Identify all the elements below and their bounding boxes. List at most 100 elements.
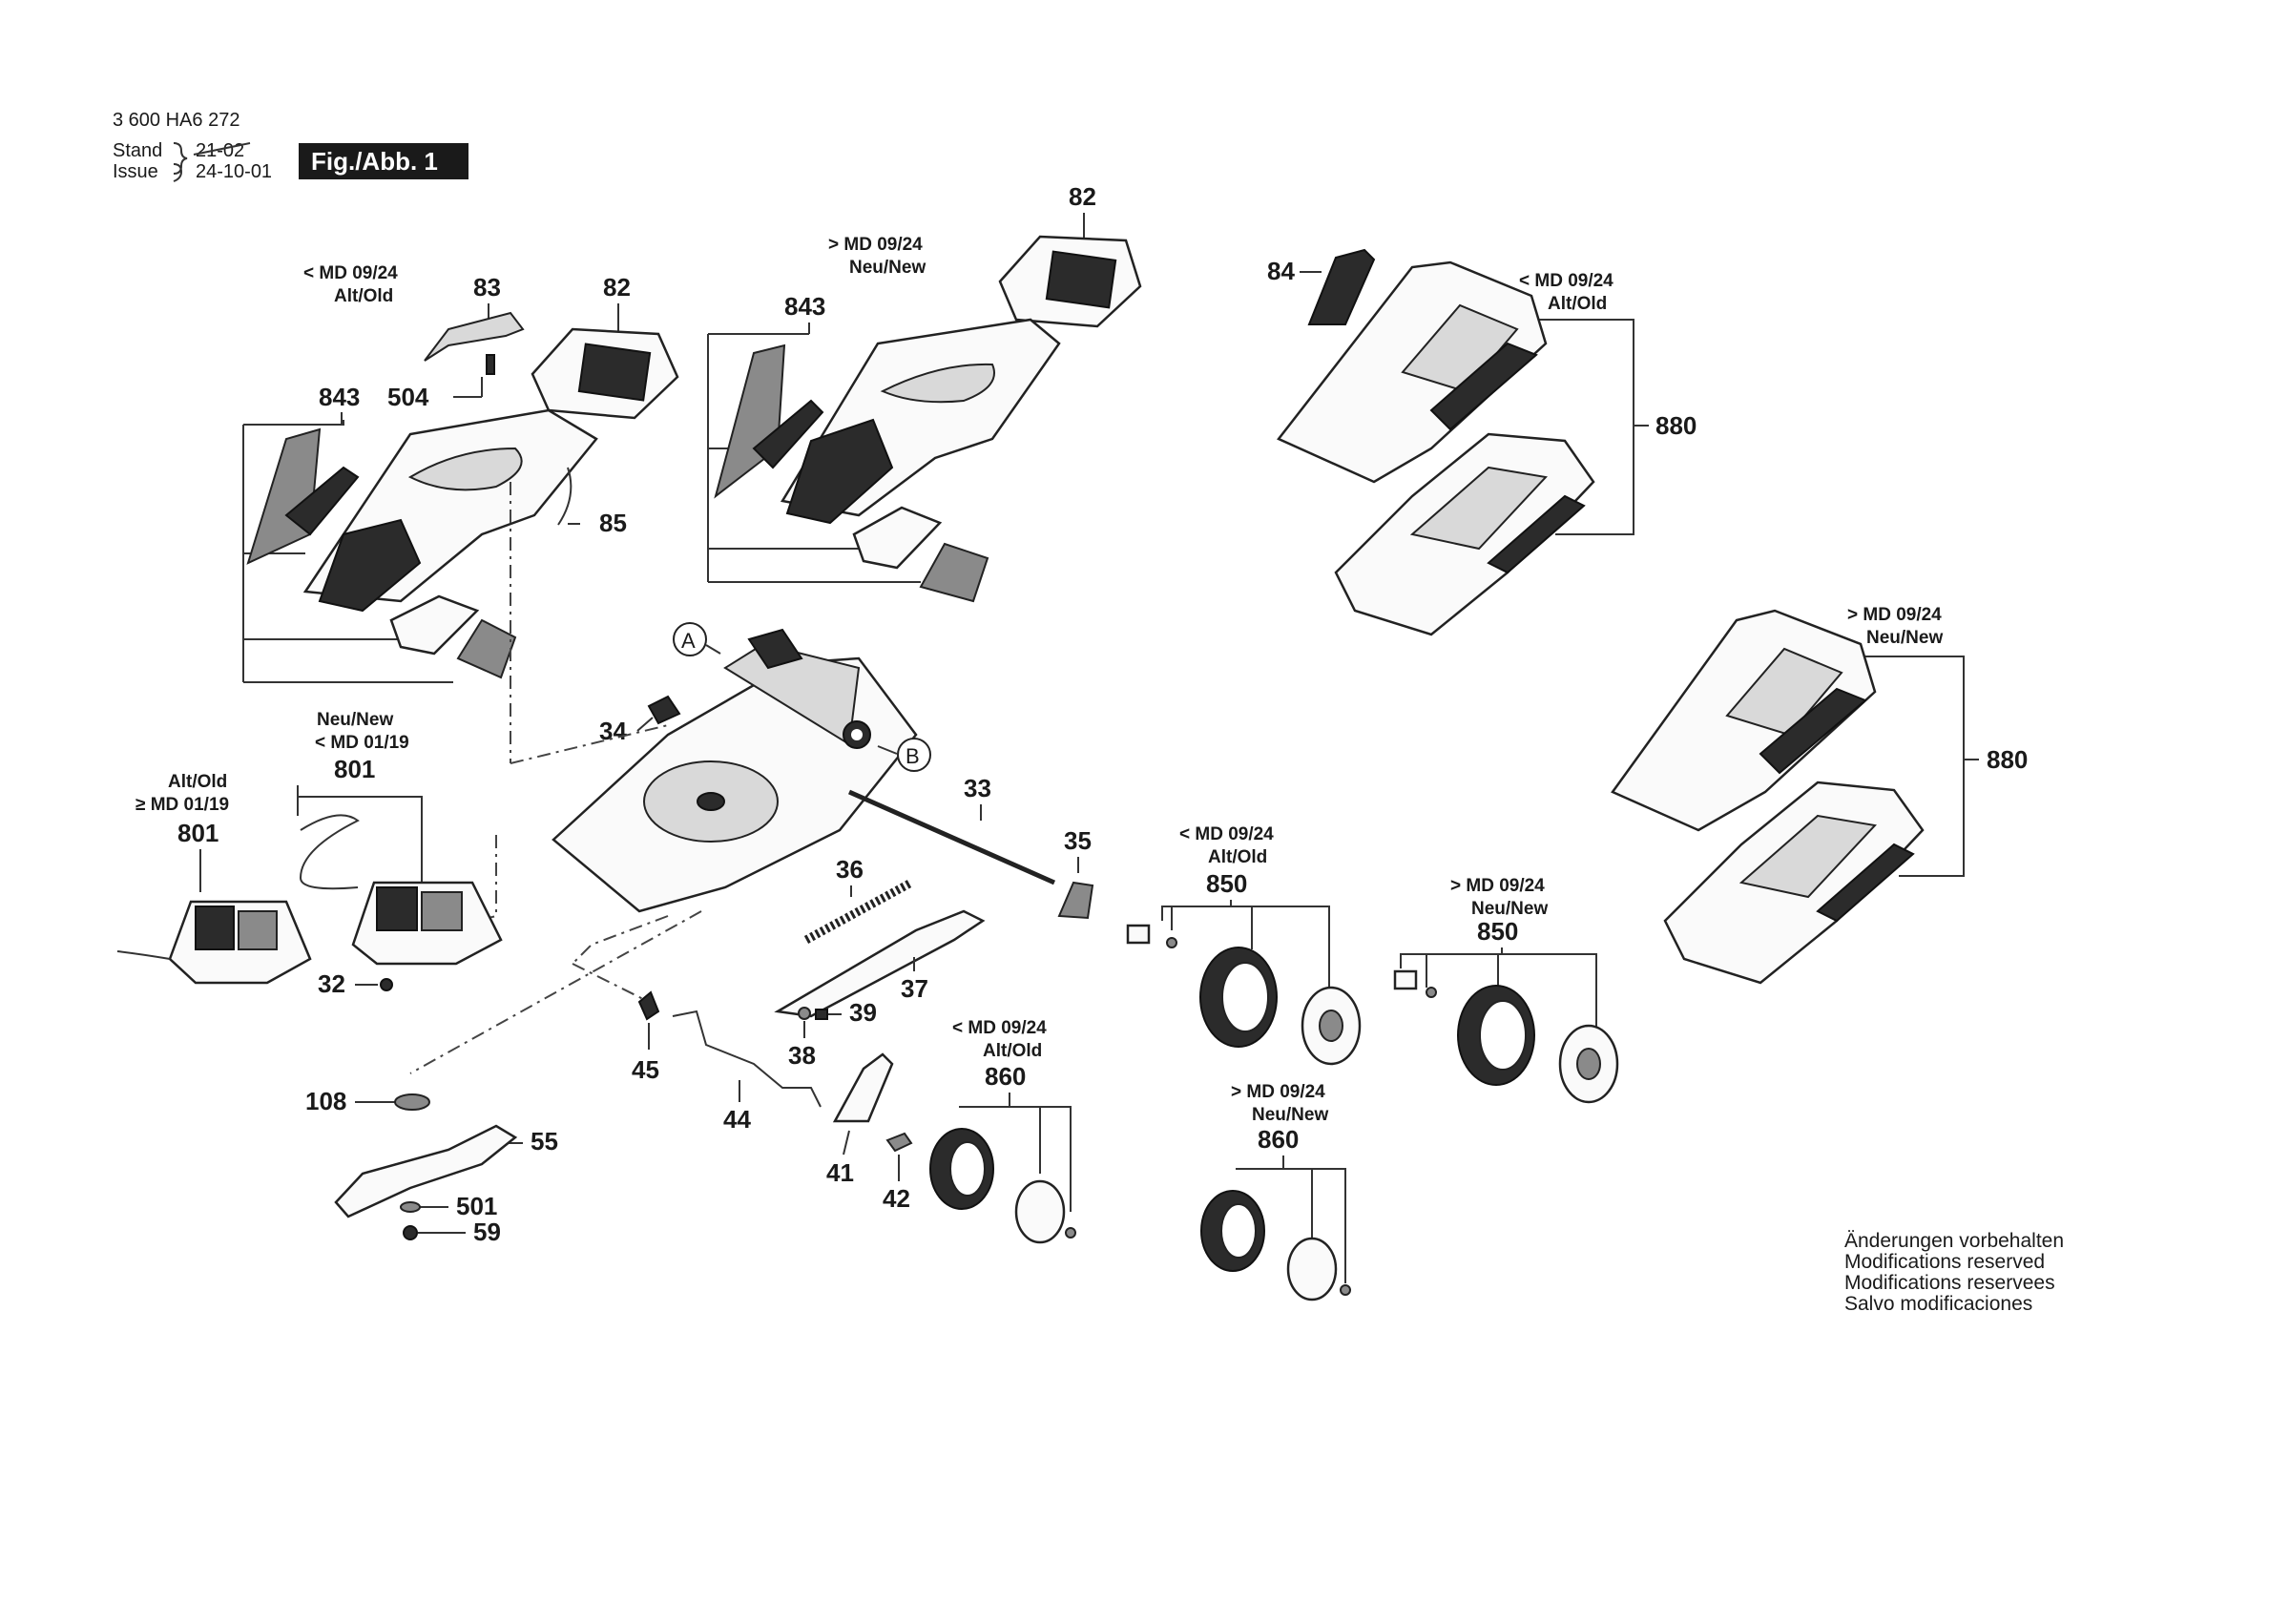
height-adjust-parts: 33 35 36 37 39 38 45 44 41 42: [632, 774, 1094, 1213]
screw-504: [486, 354, 495, 375]
handle-group-old: < MD 09/24 Alt/Old 83 82 843 504 85: [242, 263, 679, 683]
callout-39: 39: [849, 998, 877, 1027]
washer-501: [400, 1201, 421, 1213]
callout-42: 42: [883, 1184, 910, 1213]
old-date: 21-02: [196, 140, 244, 161]
callout-44: 44: [723, 1105, 751, 1134]
note-es: Salvo modificaciones: [1844, 1293, 2032, 1315]
callout-850-old: 850: [1206, 869, 1247, 898]
variant-neu-new-box: Neu/New: [1866, 628, 1943, 648]
variant-alt-old: Alt/Old: [334, 286, 393, 306]
variant-alt-old-860: Alt/Old: [983, 1041, 1042, 1061]
callout-36: 36: [836, 855, 864, 884]
blade-assembly: 108 55 501 59: [305, 1087, 558, 1246]
variant-alt-old-motor: Alt/Old: [168, 772, 227, 792]
callout-85: 85: [599, 509, 627, 537]
grass-box-new: > MD 09/24 Neu/New 880: [1611, 605, 2028, 985]
callout-45: 45: [632, 1055, 659, 1084]
note-fr: Modifications reservees: [1844, 1272, 2055, 1294]
note-en: Modifications reserved: [1844, 1251, 2045, 1273]
handle-side-piece: [246, 427, 322, 565]
grass-box-handle-84: [1307, 248, 1376, 325]
motor-group: Alt/Old ≥ MD 01/19 801 Neu/New < MD 01/1…: [116, 710, 503, 998]
cable-801: [299, 814, 360, 890]
axle-33: [847, 789, 1056, 885]
doc-number: 3 600 HA6 272: [113, 110, 239, 131]
variant-ge-md0119: ≥ MD 01/19: [135, 795, 229, 815]
wire-bracket-44: [672, 1010, 822, 1108]
screw-39: [815, 1009, 828, 1020]
handle-grip-83: [424, 311, 525, 362]
callout-32: 32: [318, 969, 345, 998]
callout-33: 33: [964, 774, 991, 802]
callout-843-new: 843: [784, 292, 825, 321]
variant-gt-md0924: > MD 09/24: [828, 235, 923, 255]
figure-badge-bg: [299, 143, 468, 179]
nut-38: [798, 1007, 811, 1020]
callout-880-old: 880: [1655, 411, 1697, 440]
callout-83: 83: [473, 273, 501, 302]
callout-82: 82: [603, 273, 631, 302]
callout-850-new: 850: [1477, 917, 1518, 946]
variant-lt-md0119: < MD 01/19: [315, 733, 409, 753]
note-de: Änderungen vorbehalten: [1844, 1230, 2064, 1252]
grass-box-old: 84 < MD 09/24 Alt/Old 880: [1267, 248, 1697, 636]
callout-880-new: 880: [1987, 745, 2028, 774]
lever-37: [774, 909, 986, 1018]
document-header: 3 600 HA6 272 Stand Issue 21-02 24-10-01…: [113, 110, 468, 182]
callout-38: 38: [788, 1041, 816, 1070]
callout-801-new: 801: [334, 755, 375, 783]
mower-deck: A B 34: [409, 482, 931, 1074]
wheel-cap-860-old: [1014, 1179, 1066, 1244]
variant-neu-new: Neu/New: [849, 258, 926, 278]
hub-850-new: [1393, 969, 1418, 990]
variant-lt-md0924-850: < MD 09/24: [1179, 824, 1274, 844]
variant-gt-md0924-box: > MD 09/24: [1847, 605, 1942, 625]
callout-35: 35: [1064, 826, 1092, 855]
callout-108: 108: [305, 1087, 346, 1115]
variant-lt-md0924: < MD 09/24: [303, 263, 398, 283]
callout-501: 501: [456, 1192, 497, 1220]
issue-date: 24-10-01: [196, 161, 272, 182]
washer-108: [394, 1093, 430, 1111]
modification-notes: Änderungen vorbehalten Modifications res…: [1844, 1230, 2064, 1315]
detail-a-marker: [673, 622, 707, 656]
brace-icon: [173, 142, 188, 182]
clip-42: [885, 1132, 913, 1153]
variant-neu-new-850: Neu/New: [1471, 899, 1548, 919]
strike-line: [193, 142, 251, 156]
callout-41: 41: [826, 1158, 854, 1187]
variant-lt-md0924-860: < MD 09/24: [952, 1018, 1047, 1038]
callout-37: 37: [901, 974, 928, 1003]
variant-lt-md0924-box: < MD 09/24: [1519, 271, 1613, 291]
part-45: [637, 990, 660, 1021]
blade-55: [334, 1124, 518, 1218]
variant-alt-old-box: Alt/Old: [1548, 294, 1607, 314]
callout-801-old: 801: [177, 819, 219, 847]
part-34: [647, 695, 681, 725]
screw-32: [380, 978, 393, 991]
callout-82-new: 82: [1069, 182, 1096, 211]
detail-a: A: [681, 629, 696, 653]
spring-36: [803, 879, 914, 944]
variant-gt-md0924-860: > MD 09/24: [1231, 1082, 1325, 1102]
callout-59: 59: [473, 1218, 501, 1246]
wheel-cap-860-new: [1286, 1237, 1338, 1301]
callout-860-old: 860: [985, 1062, 1026, 1091]
variant-gt-md0924-850: > MD 09/24: [1450, 876, 1545, 896]
detail-b: B: [906, 744, 920, 768]
detail-b-marker: [897, 738, 931, 772]
callout-55: 55: [531, 1127, 558, 1156]
bracket-35: [1057, 881, 1094, 920]
variant-neu-new-motor: Neu/New: [317, 710, 393, 730]
issue-label: Issue: [113, 161, 158, 182]
callout-84: 84: [1267, 257, 1295, 285]
stand-label: Stand: [113, 140, 162, 161]
callout-843: 843: [319, 383, 360, 411]
variant-neu-new-860: Neu/New: [1252, 1105, 1328, 1125]
wheel-groups: < MD 09/24 Alt/Old 850 > MD 09/24 Neu/Ne…: [929, 824, 1619, 1301]
callout-860-new: 860: [1258, 1125, 1299, 1154]
lever-41: [832, 1052, 894, 1123]
variant-alt-old-850: Alt/Old: [1208, 847, 1267, 867]
